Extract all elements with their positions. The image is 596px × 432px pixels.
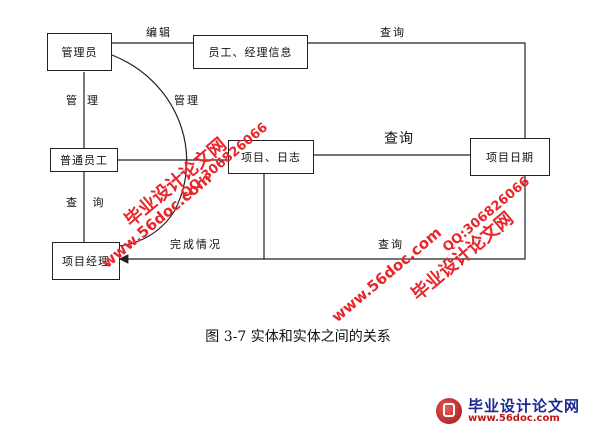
node-project-manager: 项目经理: [52, 242, 120, 280]
edge-label-manage-curve: 管理: [174, 94, 200, 107]
edge-label-completion: 完成情况: [170, 238, 222, 251]
edge-label-query-mid: 查询: [384, 131, 414, 147]
node-project-date-label: 项目日期: [486, 151, 534, 164]
edge-label-manage-left: 管理: [66, 94, 108, 107]
node-project-manager-label: 项目经理: [62, 255, 110, 268]
brand-title: 毕业设计论文网: [468, 396, 581, 415]
brand-url: www.56doc.com: [468, 412, 560, 424]
brand-logo-block: 毕业设计论文网 www.56doc.com: [436, 398, 580, 424]
manage-curve-line: [111, 54, 188, 247]
node-admin-label: 管理员: [61, 46, 98, 59]
node-staff-info: 员工、经理信息: [193, 35, 308, 69]
edge-label-edit: 编辑: [146, 26, 172, 39]
query-bottom-line: [118, 176, 526, 264]
node-project-date: 项目日期: [470, 138, 550, 176]
node-project-log: 项目、日志: [228, 140, 314, 174]
node-staff-info-label: 员工、经理信息: [208, 46, 293, 59]
node-project-log-label: 项目、日志: [241, 151, 301, 164]
query-top-line: [308, 42, 526, 138]
node-employee-label: 普通员工: [60, 154, 108, 167]
figure-caption: 图 3-7 实体和实体之间的关系: [205, 329, 391, 345]
node-admin: 管理员: [47, 33, 112, 71]
edge-label-query-bottom: 查询: [378, 238, 404, 251]
edge-label-query-left: 查 询: [66, 196, 110, 209]
book-icon: [436, 398, 462, 424]
node-employee: 普通员工: [50, 148, 118, 172]
edge-label-query-top: 查询: [380, 26, 406, 39]
